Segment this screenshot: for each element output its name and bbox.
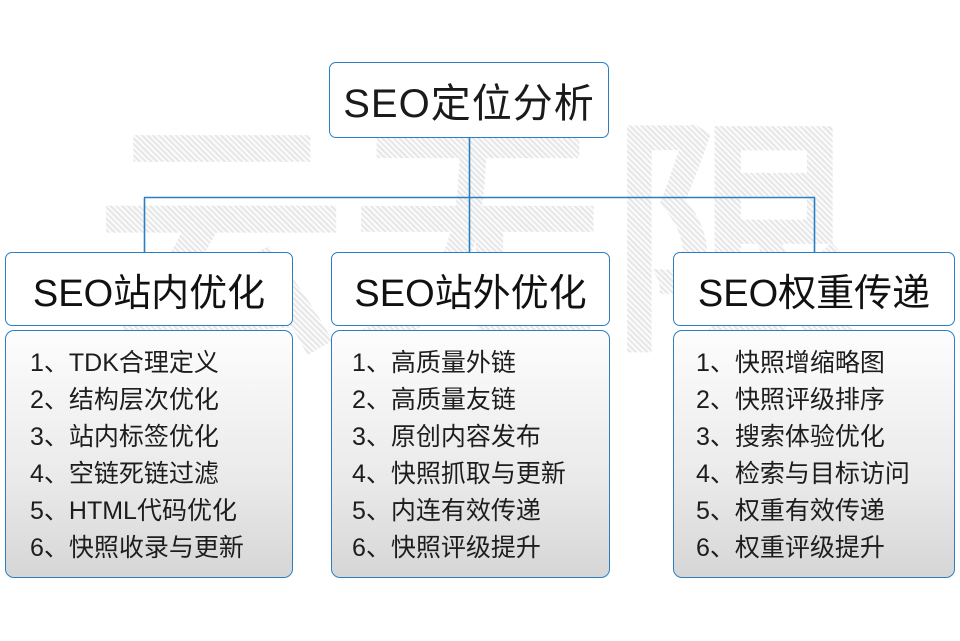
list-item[interactable]: 5、HTML代码优化 xyxy=(30,493,292,530)
list-item[interactable]: 1、高质量外链 xyxy=(352,345,609,382)
list-item-label: 搜索体验优化 xyxy=(734,423,885,451)
list-item-label: 快照评级排序 xyxy=(734,386,885,414)
list-item-number: 3、 xyxy=(352,423,391,451)
branch-header-label: SEO站内优化 xyxy=(32,272,266,315)
list-item-number: 4、 xyxy=(352,460,391,488)
list-item-number: 5、 xyxy=(352,497,391,525)
list-item-number: 6、 xyxy=(696,534,735,562)
list-item-number: 2、 xyxy=(696,386,735,414)
list-item-number: 3、 xyxy=(696,423,735,451)
branch-body-3: 1、快照增缩略图 2、快照评级排序 3、搜索体验优化 4、检索与目标访问 5、权… xyxy=(673,330,955,578)
list-item-label: 权重评级提升 xyxy=(734,534,885,562)
list-item[interactable]: 2、快照评级排序 xyxy=(696,382,954,419)
branch-body-2: 1、高质量外链 2、高质量友链 3、原创内容发布 4、快照抓取与更新 5、内连有… xyxy=(331,330,610,578)
list-item-label: 内连有效传递 xyxy=(390,497,541,525)
list-item-number: 2、 xyxy=(30,386,69,414)
list-item-number: 5、 xyxy=(696,497,735,525)
list-item[interactable]: 6、权重评级提升 xyxy=(696,530,954,567)
list-item[interactable]: 4、检索与目标访问 xyxy=(696,456,954,493)
list-item[interactable]: 5、权重有效传递 xyxy=(696,493,954,530)
list-item-label: 检索与目标访问 xyxy=(734,460,910,488)
list-item[interactable]: 3、站内标签优化 xyxy=(30,419,292,456)
list-item-label: HTML代码优化 xyxy=(68,497,237,525)
list-item[interactable]: 6、快照收录与更新 xyxy=(30,530,292,567)
list-item[interactable]: 2、结构层次优化 xyxy=(30,382,292,419)
list-item[interactable]: 6、快照评级提升 xyxy=(352,530,609,567)
branch-body-1: 1、TDK合理定义 2、结构层次优化 3、站内标签优化 4、空链死链过滤 5、H… xyxy=(5,330,293,578)
list-item-label: 权重有效传递 xyxy=(734,497,885,525)
list-item[interactable]: 3、原创内容发布 xyxy=(352,419,609,456)
list-item-label: 站内标签优化 xyxy=(68,423,219,451)
list-item-number: 4、 xyxy=(696,460,735,488)
list-item-number: 1、 xyxy=(352,349,391,377)
list-item-number: 1、 xyxy=(696,349,735,377)
list-item-label: TDK合理定义 xyxy=(68,349,219,377)
list-item-label: 快照抓取与更新 xyxy=(390,460,566,488)
list-item[interactable]: 4、空链死链过滤 xyxy=(30,456,292,493)
list-item[interactable]: 2、高质量友链 xyxy=(352,382,609,419)
list-item-number: 4、 xyxy=(30,460,69,488)
list-item-label: 快照增缩略图 xyxy=(734,349,885,377)
list-item-label: 原创内容发布 xyxy=(390,423,541,451)
list-item-label: 高质量友链 xyxy=(390,386,516,414)
root-node[interactable]: SEO定位分析 xyxy=(329,62,609,138)
branch-header-3[interactable]: SEO权重传递 xyxy=(673,252,955,326)
list-item[interactable]: 1、TDK合理定义 xyxy=(30,345,292,382)
branch-item-list: 1、TDK合理定义 2、结构层次优化 3、站内标签优化 4、空链死链过滤 5、H… xyxy=(6,345,292,567)
branch-header-label: SEO权重传递 xyxy=(697,272,931,315)
list-item-label: 快照收录与更新 xyxy=(68,534,244,562)
list-item[interactable]: 4、快照抓取与更新 xyxy=(352,456,609,493)
list-item-label: 快照评级提升 xyxy=(390,534,541,562)
list-item-number: 6、 xyxy=(30,534,69,562)
branch-header-2[interactable]: SEO站外优化 xyxy=(331,252,610,326)
list-item[interactable]: 3、搜索体验优化 xyxy=(696,419,954,456)
branch-item-list: 1、高质量外链 2、高质量友链 3、原创内容发布 4、快照抓取与更新 5、内连有… xyxy=(332,345,609,567)
list-item-number: 1、 xyxy=(30,349,69,377)
list-item-label: 空链死链过滤 xyxy=(68,460,219,488)
branch-column-3: SEO权重传递 1、快照增缩略图 2、快照评级排序 3、搜索体验优化 4、检索与… xyxy=(673,252,955,578)
list-item-label: 高质量外链 xyxy=(390,349,516,377)
list-item[interactable]: 1、快照增缩略图 xyxy=(696,345,954,382)
branch-header-1[interactable]: SEO站内优化 xyxy=(5,252,293,326)
root-node-label: SEO定位分析 xyxy=(343,82,595,126)
list-item[interactable]: 5、内连有效传递 xyxy=(352,493,609,530)
list-item-label: 结构层次优化 xyxy=(68,386,219,414)
list-item-number: 3、 xyxy=(30,423,69,451)
list-item-number: 2、 xyxy=(352,386,391,414)
branch-item-list: 1、快照增缩略图 2、快照评级排序 3、搜索体验优化 4、检索与目标访问 5、权… xyxy=(674,345,954,567)
list-item-number: 6、 xyxy=(352,534,391,562)
branch-column-1: SEO站内优化 1、TDK合理定义 2、结构层次优化 3、站内标签优化 4、空链… xyxy=(5,252,293,578)
branch-column-2: SEO站外优化 1、高质量外链 2、高质量友链 3、原创内容发布 4、快照抓取与… xyxy=(331,252,610,578)
list-item-number: 5、 xyxy=(30,497,69,525)
branch-header-label: SEO站外优化 xyxy=(354,272,587,315)
